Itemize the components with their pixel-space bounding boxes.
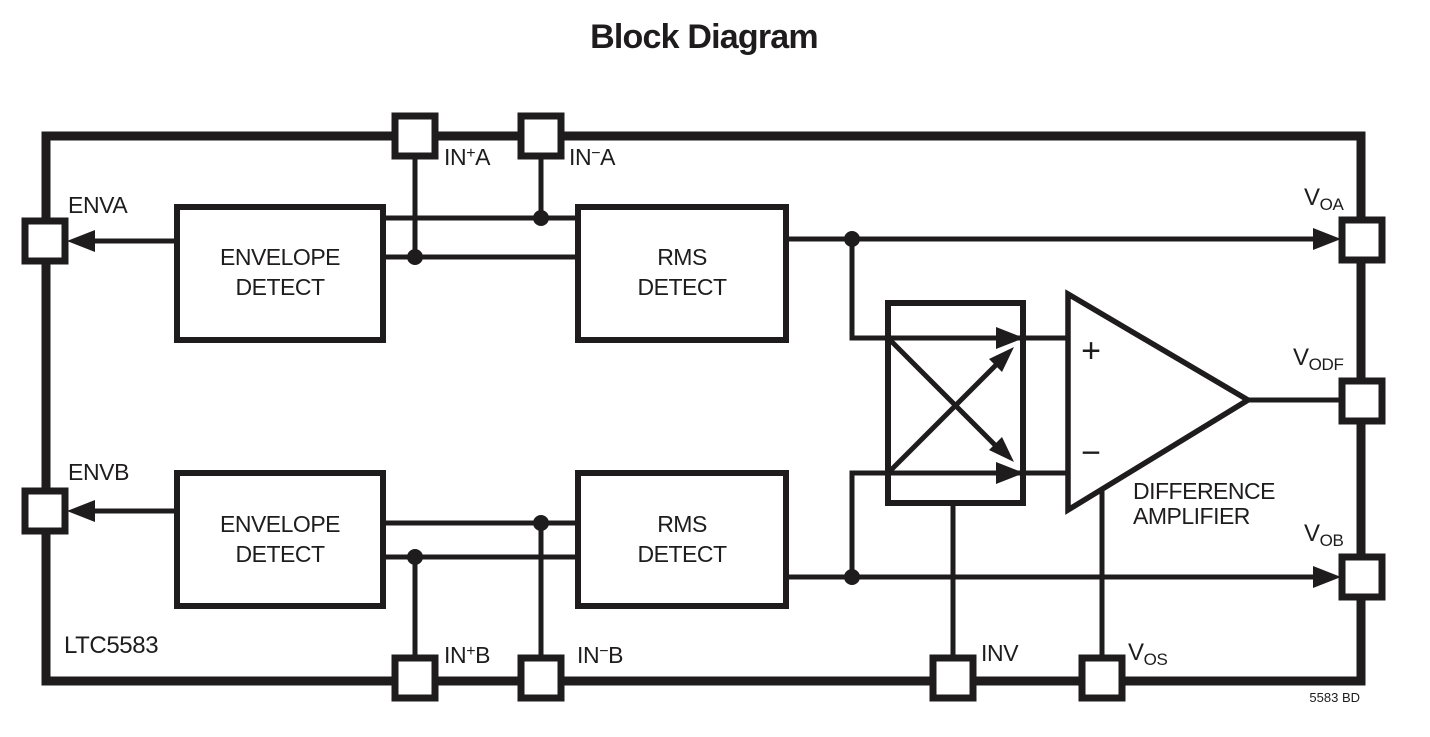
figure-footnote: 5583 BD (1309, 690, 1360, 705)
pin-label-text: B (608, 642, 624, 668)
pin-label-text: A (600, 144, 616, 170)
pin-ina-minus (517, 112, 565, 160)
junction-dot (407, 549, 423, 565)
arrow-into-voa (1313, 228, 1341, 250)
pin-ina-plus (391, 112, 439, 160)
arrow-crossbar-diagonal-down (989, 437, 1014, 462)
pin-label-vos: VOS (1128, 639, 1168, 669)
pin-label-subscript: OB (1319, 531, 1344, 550)
block-label-line: DETECT (637, 274, 728, 300)
pin-inv (929, 654, 977, 702)
junction-dot (533, 515, 549, 531)
pin-label-text: B (475, 642, 491, 668)
pin-voa (1338, 216, 1386, 264)
difference-amplifier-triangle (1065, 289, 1254, 515)
junction-dot (407, 249, 423, 265)
pin-label-ina-plus: IN+A (444, 144, 491, 170)
pin-label-inb-plus: IN+B (444, 642, 491, 668)
junction-dot (533, 210, 549, 226)
pin-label-text: IN (577, 642, 600, 668)
pin-label-vodf: VODF (1293, 344, 1344, 374)
junction-dots (407, 210, 860, 585)
junction-dot (844, 231, 860, 247)
pin-label-subscript: ODF (1308, 355, 1344, 374)
pin-label-voa: VOA (1304, 184, 1344, 214)
pin-label-text: V (1293, 344, 1309, 371)
junction-dot (844, 569, 860, 585)
pin-label-ina-minus: IN−A (569, 144, 616, 170)
page-title: Block Diagram (590, 18, 818, 56)
pin-label-enva: ENVA (68, 192, 128, 218)
pin-label-text: IN (444, 144, 467, 170)
pin-label-subscript: OA (1319, 195, 1344, 214)
rms-detect-b-block (575, 470, 789, 609)
block-label-line: ENVELOPE (220, 244, 341, 270)
wire-crossbar-diagonal-up (888, 360, 1001, 473)
arrowheads (67, 228, 1341, 588)
envelope-detect-b-label: ENVELOPE DETECT (177, 509, 383, 569)
pin-label-text: V (1304, 184, 1320, 211)
pin-label-text: V (1304, 520, 1320, 547)
chip-name-label: LTC5583 (64, 632, 159, 659)
arrow-crossbar-row-top (996, 327, 1024, 349)
arrow-crossbar-diagonal-up (989, 347, 1014, 372)
arrow-into-envb (67, 500, 95, 522)
block-label-line: RMS (657, 511, 707, 537)
pin-envb (21, 487, 69, 535)
block-label-line: RMS (657, 244, 707, 270)
amp-plus-sign: + (1081, 332, 1101, 370)
pin-inb-minus (517, 654, 565, 702)
pin-label-superscript: + (466, 643, 476, 660)
difference-amplifier-label: DIFFERENCE AMPLIFIER (1133, 479, 1275, 529)
block-label-line: DETECT (637, 541, 728, 567)
pin-label-subscript: OS (1143, 650, 1168, 669)
rms-detect-b-label: RMS DETECT (578, 509, 786, 569)
pin-label-superscript: + (466, 145, 476, 162)
envelope-detect-b-block (174, 470, 386, 609)
block-label-line: DETECT (235, 541, 326, 567)
amp-label-line: DIFFERENCE (1133, 478, 1275, 504)
amp-minus-sign: − (1081, 434, 1101, 472)
pin-label-vob: VOB (1304, 520, 1344, 550)
pin-label-text: A (475, 144, 491, 170)
block-label-line: DETECT (235, 274, 326, 300)
pins (21, 112, 1386, 702)
pin-label-envb: ENVB (68, 459, 130, 485)
arrow-into-enva (67, 230, 95, 252)
pin-label-superscript: − (599, 643, 609, 660)
pin-label-superscript: − (591, 145, 601, 162)
pin-enva (21, 217, 69, 265)
envelope-detect-a-label: ENVELOPE DETECT (177, 242, 383, 302)
pin-inb-plus (391, 654, 439, 702)
pin-label-inv: INV (981, 640, 1019, 666)
pin-label-text: IN (444, 642, 467, 668)
pin-vodf (1338, 377, 1386, 425)
envelope-detect-a-block (174, 204, 386, 343)
amp-label-line: AMPLIFIER (1133, 503, 1250, 529)
arrow-into-vob (1313, 566, 1341, 588)
arrow-crossbar-row-bottom (996, 462, 1024, 484)
pin-label-inb-minus: IN−B (577, 642, 624, 668)
pin-vob (1338, 553, 1386, 601)
block-label-line: ENVELOPE (220, 511, 341, 537)
rms-detect-a-block (575, 204, 789, 343)
pin-label-text: IN (569, 144, 592, 170)
wire-crossbar-diagonal-down (888, 338, 1001, 451)
pin-vos (1078, 654, 1126, 702)
pin-label-text: V (1128, 639, 1144, 666)
rms-detect-a-label: RMS DETECT (578, 242, 786, 302)
